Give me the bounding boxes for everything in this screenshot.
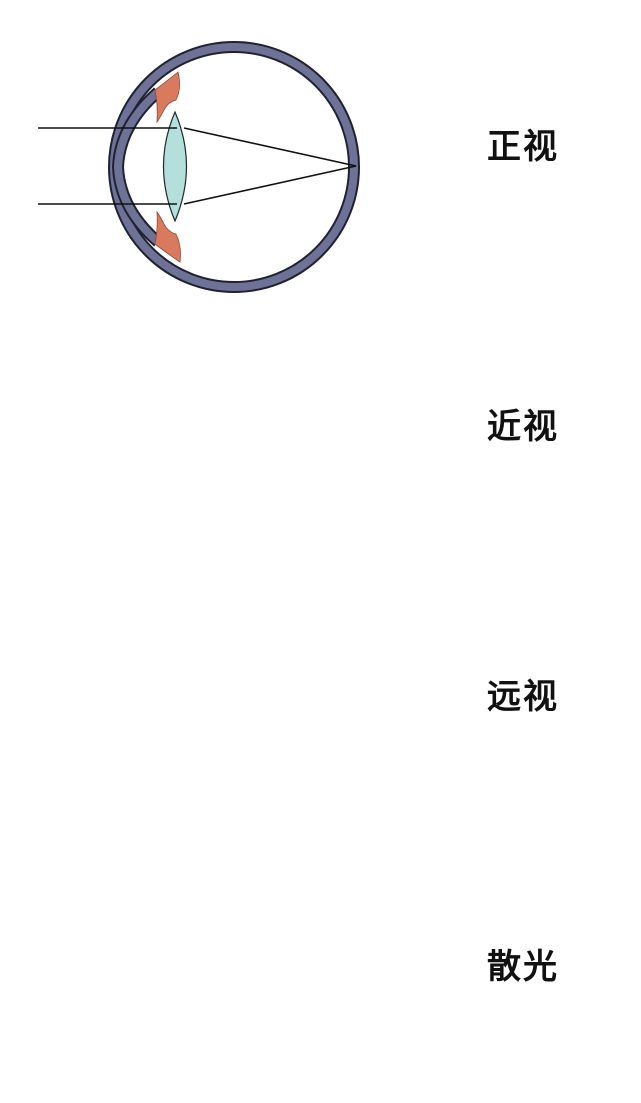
label-emmetropia: 正视 (487, 127, 559, 167)
eyeball-icon (108, 41, 360, 293)
label-astigmatism: 散光 (487, 947, 559, 987)
light-rays (38, 127, 357, 205)
iris-lower-icon (154, 210, 181, 263)
label-hyperopia: 远视 (487, 677, 559, 717)
panel-emmetropia (38, 41, 360, 293)
lens-icon (162, 110, 188, 223)
label-myopia: 近视 (487, 407, 559, 447)
iris-upper-icon (154, 71, 180, 124)
